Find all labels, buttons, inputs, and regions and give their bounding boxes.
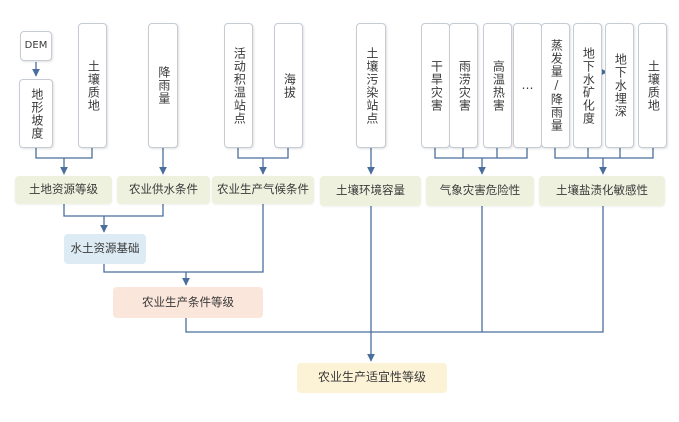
- slope-label: 地形坡度: [29, 87, 44, 140]
- agri-water-supply-box: 农业供水条件: [117, 176, 210, 204]
- drought-label: 干旱灾害: [429, 59, 444, 112]
- water-soil-base-label: 水土资源基础: [70, 241, 140, 256]
- evap-ratio-label: 蒸发量/降雨量: [549, 39, 564, 132]
- accumulated-temp-label: 活动积温站点: [232, 46, 247, 125]
- land-resource-grade-label: 土地资源等级: [29, 182, 98, 197]
- more-label: …: [521, 77, 534, 92]
- accumulated-temp-box: 活动积温站点: [224, 23, 253, 148]
- link-land-water: [63, 204, 164, 217]
- drought-box: 干旱灾害: [421, 23, 450, 148]
- agri-condition-grade-label: 农业生产条件等级: [142, 294, 234, 309]
- water-soil-base-box: 水土资源基础: [64, 234, 146, 264]
- rainfall-label: 降雨量: [156, 66, 171, 105]
- soil-quality-label: 土壤质地: [86, 59, 101, 112]
- rainfall-box: 降雨量: [148, 23, 178, 148]
- agri-condition-grade-box: 农业生产条件等级: [113, 287, 263, 318]
- dem-label: DEM: [24, 40, 48, 52]
- soil-pollution-label: 土壤污染站点: [364, 46, 379, 125]
- meteo-hazard-label: 气象灾害危险性: [439, 183, 521, 198]
- link-final-bus: [185, 206, 604, 333]
- link-temp-altitude: [237, 148, 289, 159]
- soil-texture-label: 土壤质地: [646, 59, 661, 112]
- groundwater-depth-label: 地下水埋深: [613, 53, 628, 118]
- soil-pollution-box: 土壤污染站点: [356, 23, 386, 148]
- groundwater-depth-box: 地下水埋深: [605, 23, 634, 148]
- evap-ratio-box: 蒸发量/降雨量: [541, 23, 570, 148]
- soil-salinization-label: 土壤盐渍化敏感性: [556, 183, 648, 198]
- heat-box: 高温热害: [483, 23, 512, 148]
- heat-label: 高温热害: [491, 59, 506, 112]
- link-slope-soil: [35, 148, 93, 159]
- flood-box: 雨涝灾害: [449, 23, 478, 148]
- link-salinization: [554, 148, 654, 159]
- soil-env-capacity-label: 土壤环境容量: [336, 183, 405, 198]
- agri-water-supply-label: 农业供水条件: [129, 182, 198, 197]
- agri-suitability-grade-box: 农业生产适宜性等级: [297, 363, 447, 393]
- flood-label: 雨涝灾害: [457, 59, 472, 112]
- meteo-hazard-box: 气象灾害危险性: [426, 176, 534, 206]
- agri-climate-box: 农业生产气候条件: [212, 176, 314, 204]
- agri-suitability-grade-label: 农业生产适宜性等级: [317, 370, 426, 385]
- more-box: …: [513, 23, 542, 148]
- groundwater-mineral-box: 地下水矿化度: [573, 23, 602, 148]
- land-resource-grade-box: 土地资源等级: [15, 176, 112, 204]
- soil-env-capacity-box: 土壤环境容量: [320, 176, 421, 206]
- soil-texture-box: 土壤质地: [638, 23, 667, 148]
- dem-box: DEM: [20, 31, 52, 61]
- altitude-box: 海拔: [274, 23, 303, 148]
- groundwater-mineral-label: 地下水矿化度: [581, 46, 596, 125]
- slope-box: 地形坡度: [19, 79, 53, 148]
- link-hazards: [434, 148, 528, 159]
- soil-quality-box: 土壤质地: [78, 23, 107, 148]
- soil-salinization-box: 土壤盐渍化敏感性: [539, 176, 665, 206]
- agri-climate-label: 农业生产气候条件: [217, 182, 309, 197]
- altitude-label: 海拔: [282, 72, 297, 99]
- link-base-climate: [103, 204, 264, 273]
